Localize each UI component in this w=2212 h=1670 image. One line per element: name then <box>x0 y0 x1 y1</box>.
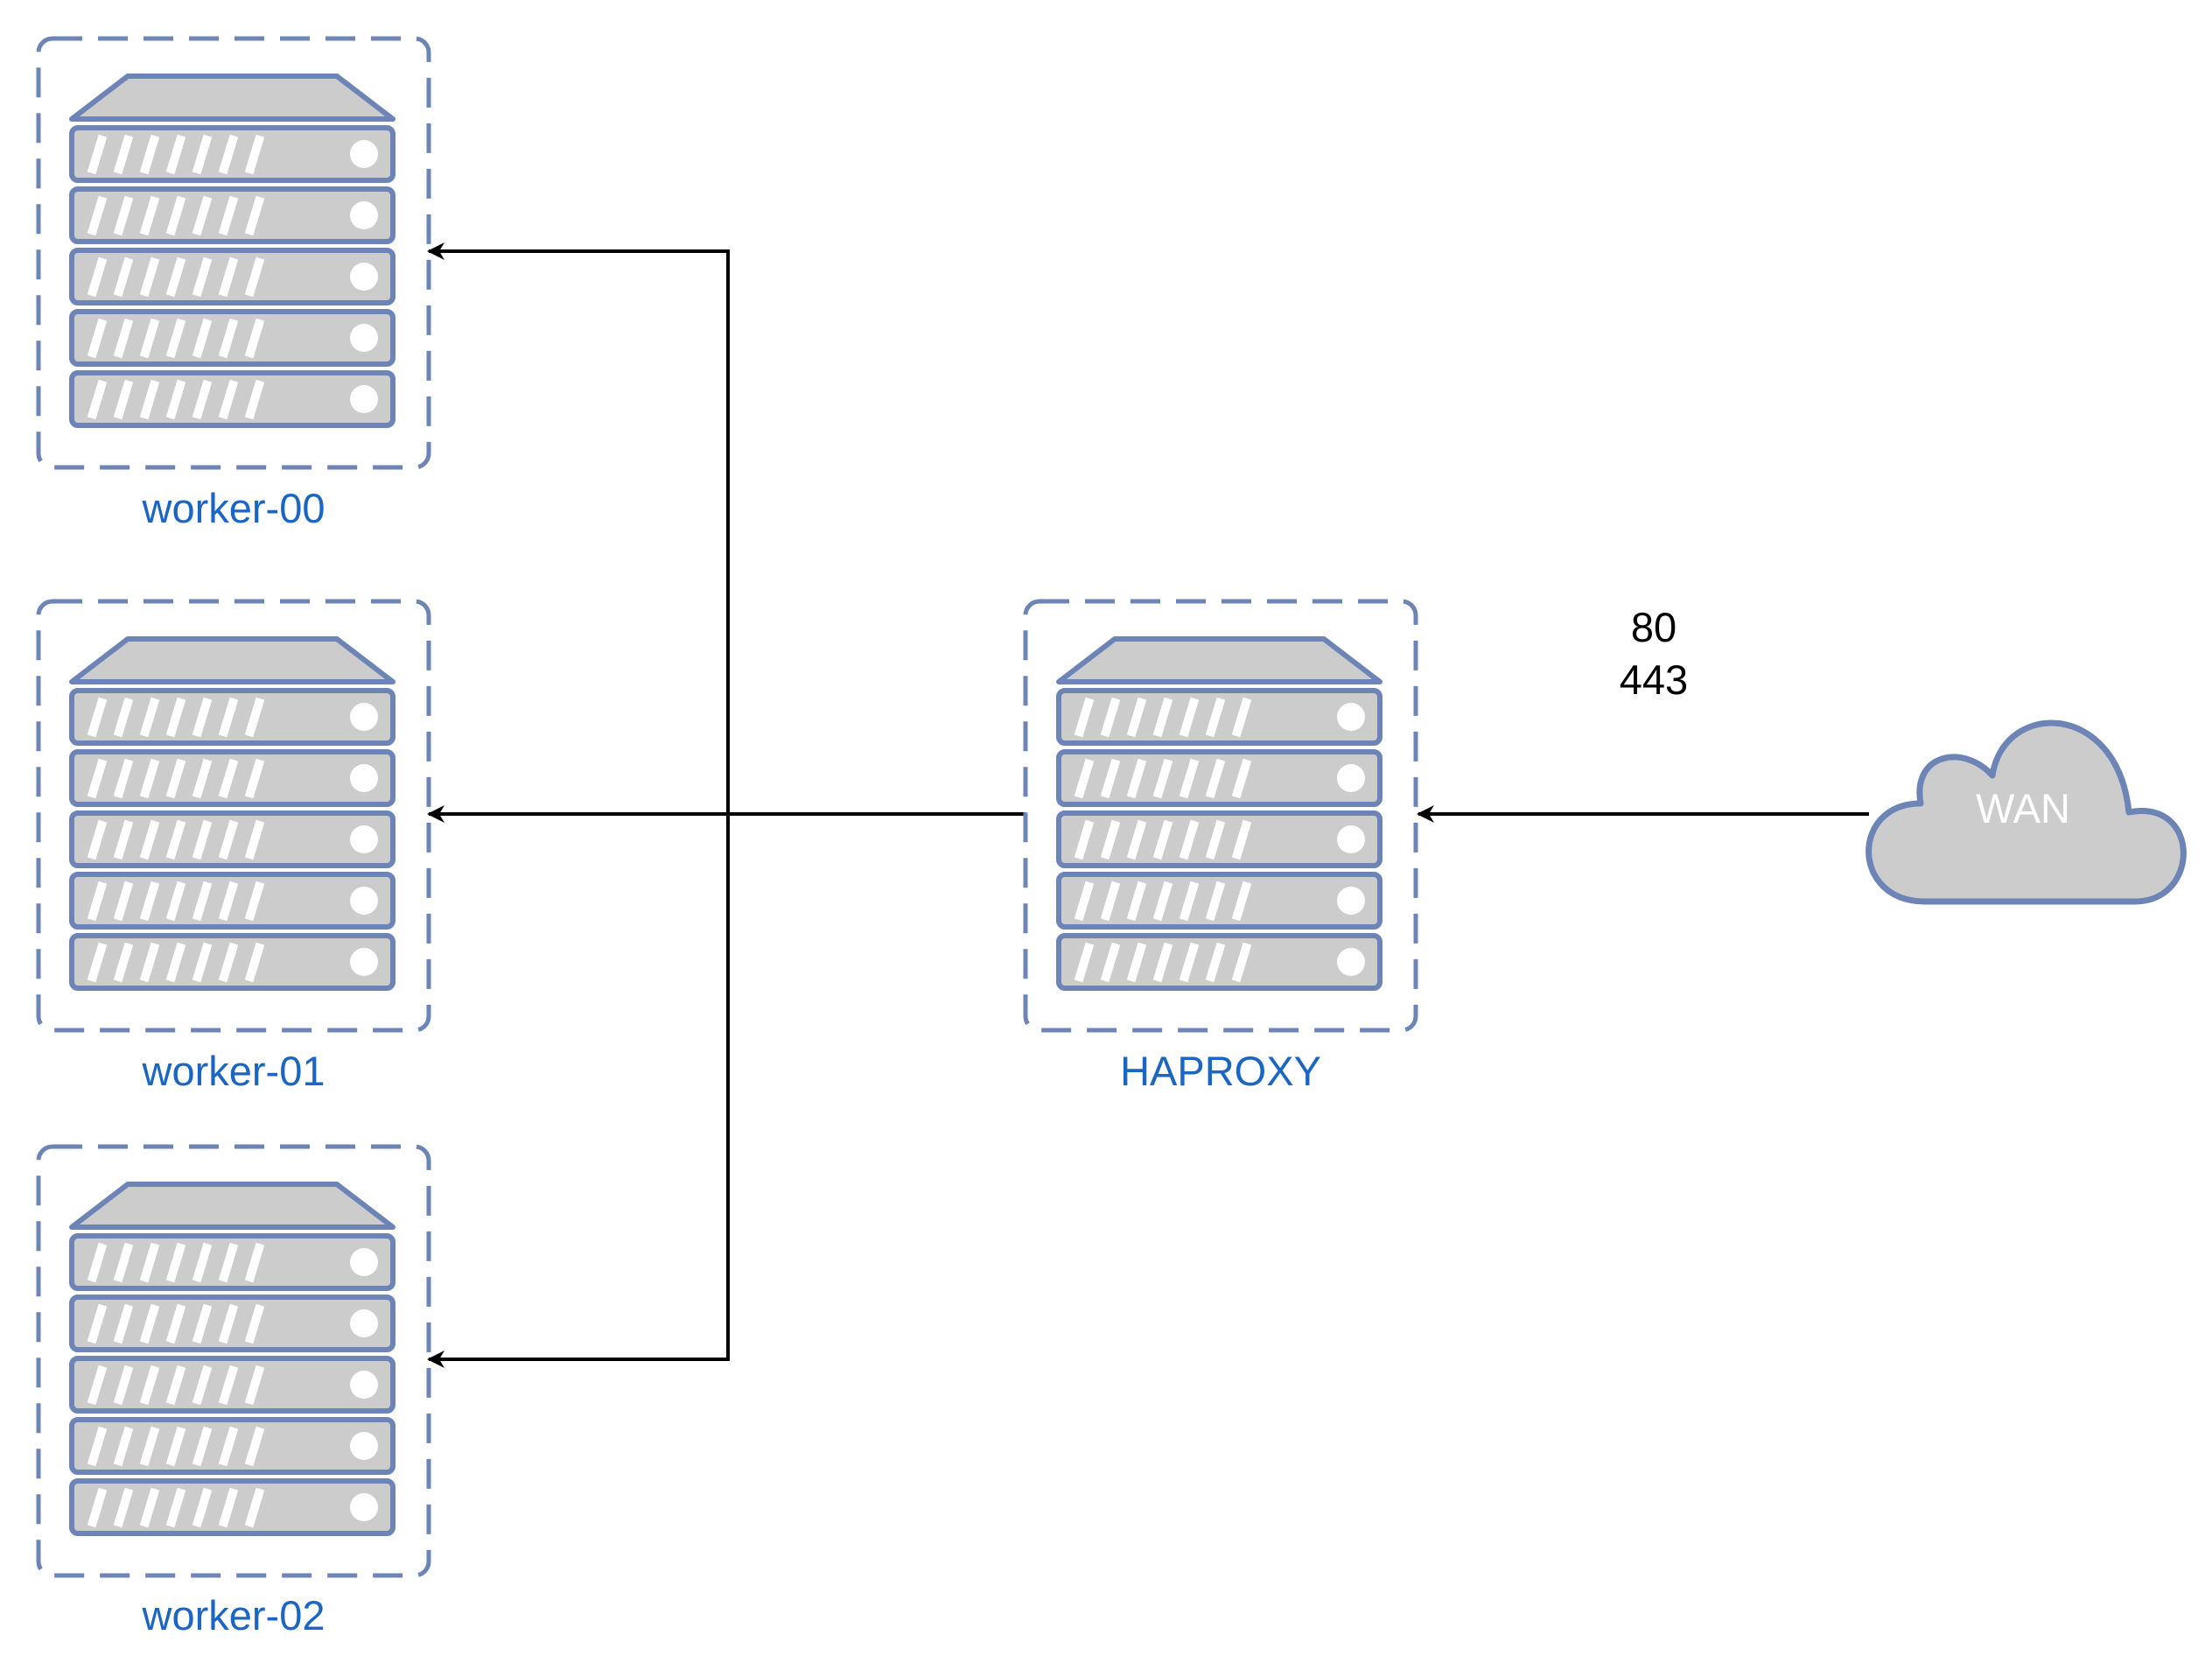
node-label-worker-01: worker-01 <box>142 1048 326 1094</box>
server-rack-icon <box>38 1147 429 1575</box>
server-rack-icon <box>38 601 429 1030</box>
server-node-worker-00[interactable]: worker-00 <box>38 39 429 531</box>
cloud-node-wan[interactable]: WAN <box>1866 719 2187 905</box>
server-rack-icon <box>38 39 429 467</box>
connectors <box>427 242 1869 1368</box>
node-label-worker-00: worker-00 <box>142 485 326 531</box>
connector-haproxy-to-worker-00 <box>427 242 730 814</box>
ports-label: 80 443 <box>1620 604 1688 703</box>
server-node-worker-02[interactable]: worker-02 <box>38 1147 429 1638</box>
cloud-label-wan: WAN <box>1976 785 2070 831</box>
server-node-haproxy[interactable]: HAPROXY <box>1026 601 1416 1094</box>
port-443: 443 <box>1620 656 1688 703</box>
server-node-worker-01[interactable]: worker-01 <box>38 601 429 1094</box>
port-80: 80 <box>1631 604 1676 650</box>
connector-haproxy-to-worker-02 <box>427 814 730 1368</box>
node-label-haproxy: HAPROXY <box>1120 1048 1321 1094</box>
server-rack-icon <box>1026 601 1416 1030</box>
node-label-worker-02: worker-02 <box>142 1592 326 1638</box>
cloud-icon <box>1866 719 2187 905</box>
